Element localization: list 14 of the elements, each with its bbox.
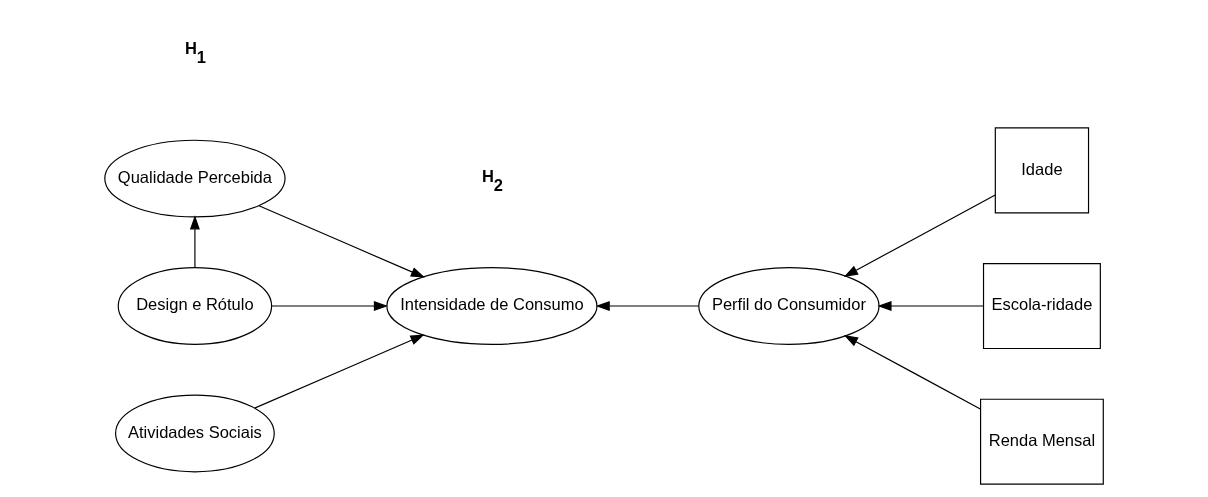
node-box: Idade [994, 127, 1090, 214]
node-ellipse: Atividades Sociais [115, 394, 275, 473]
arrow [877, 301, 984, 311]
node-box: Renda Mensal [980, 398, 1104, 485]
arrow [254, 334, 425, 409]
arrow [595, 301, 700, 311]
arrow [843, 335, 981, 410]
node-ellipse: Design e Rótulo [117, 267, 273, 345]
node-box: Escola-ridade [982, 262, 1101, 350]
arrow [189, 215, 200, 268]
arrow [843, 194, 996, 277]
arrow [271, 301, 389, 311]
arrow [258, 205, 425, 278]
node-ellipse: Qualidade Percebida [104, 139, 286, 218]
